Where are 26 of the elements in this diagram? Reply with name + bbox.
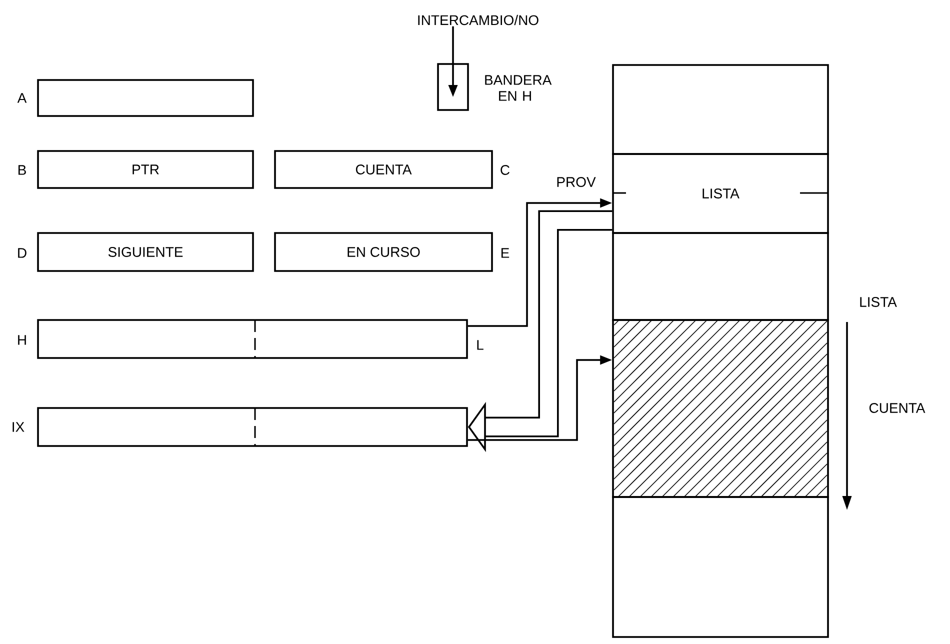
register-name: E xyxy=(501,248,510,258)
register-box: SIGUIENTE xyxy=(37,232,254,272)
flag-box xyxy=(437,63,469,111)
register-name: H xyxy=(18,335,26,345)
register-name: A xyxy=(17,93,27,103)
register-name: B xyxy=(18,165,26,175)
dimension-label: CUENTA xyxy=(869,403,926,413)
register-name: L xyxy=(477,340,484,350)
memory-cell xyxy=(612,232,829,321)
memory-cell xyxy=(612,64,829,155)
register-box: CUENTA xyxy=(274,150,493,189)
register-box: EN CURSO xyxy=(274,232,493,272)
register-pair-box xyxy=(37,319,468,359)
register-name: C xyxy=(500,165,510,175)
hatched-memory-block xyxy=(612,319,829,498)
memory-cell xyxy=(612,496,829,638)
dimension-label: LISTA xyxy=(860,297,897,307)
memory-cell: LISTA xyxy=(612,153,829,234)
register-name: D xyxy=(18,248,26,258)
register-box xyxy=(37,79,254,117)
index-register-box xyxy=(37,407,468,447)
signal-label: INTERCAMBIO/NO xyxy=(418,14,538,26)
register-name: BANDERA EN H xyxy=(485,75,552,101)
register-name: PROV xyxy=(557,177,596,187)
register-name: IX xyxy=(12,422,24,432)
register-box: PTR xyxy=(37,150,254,189)
